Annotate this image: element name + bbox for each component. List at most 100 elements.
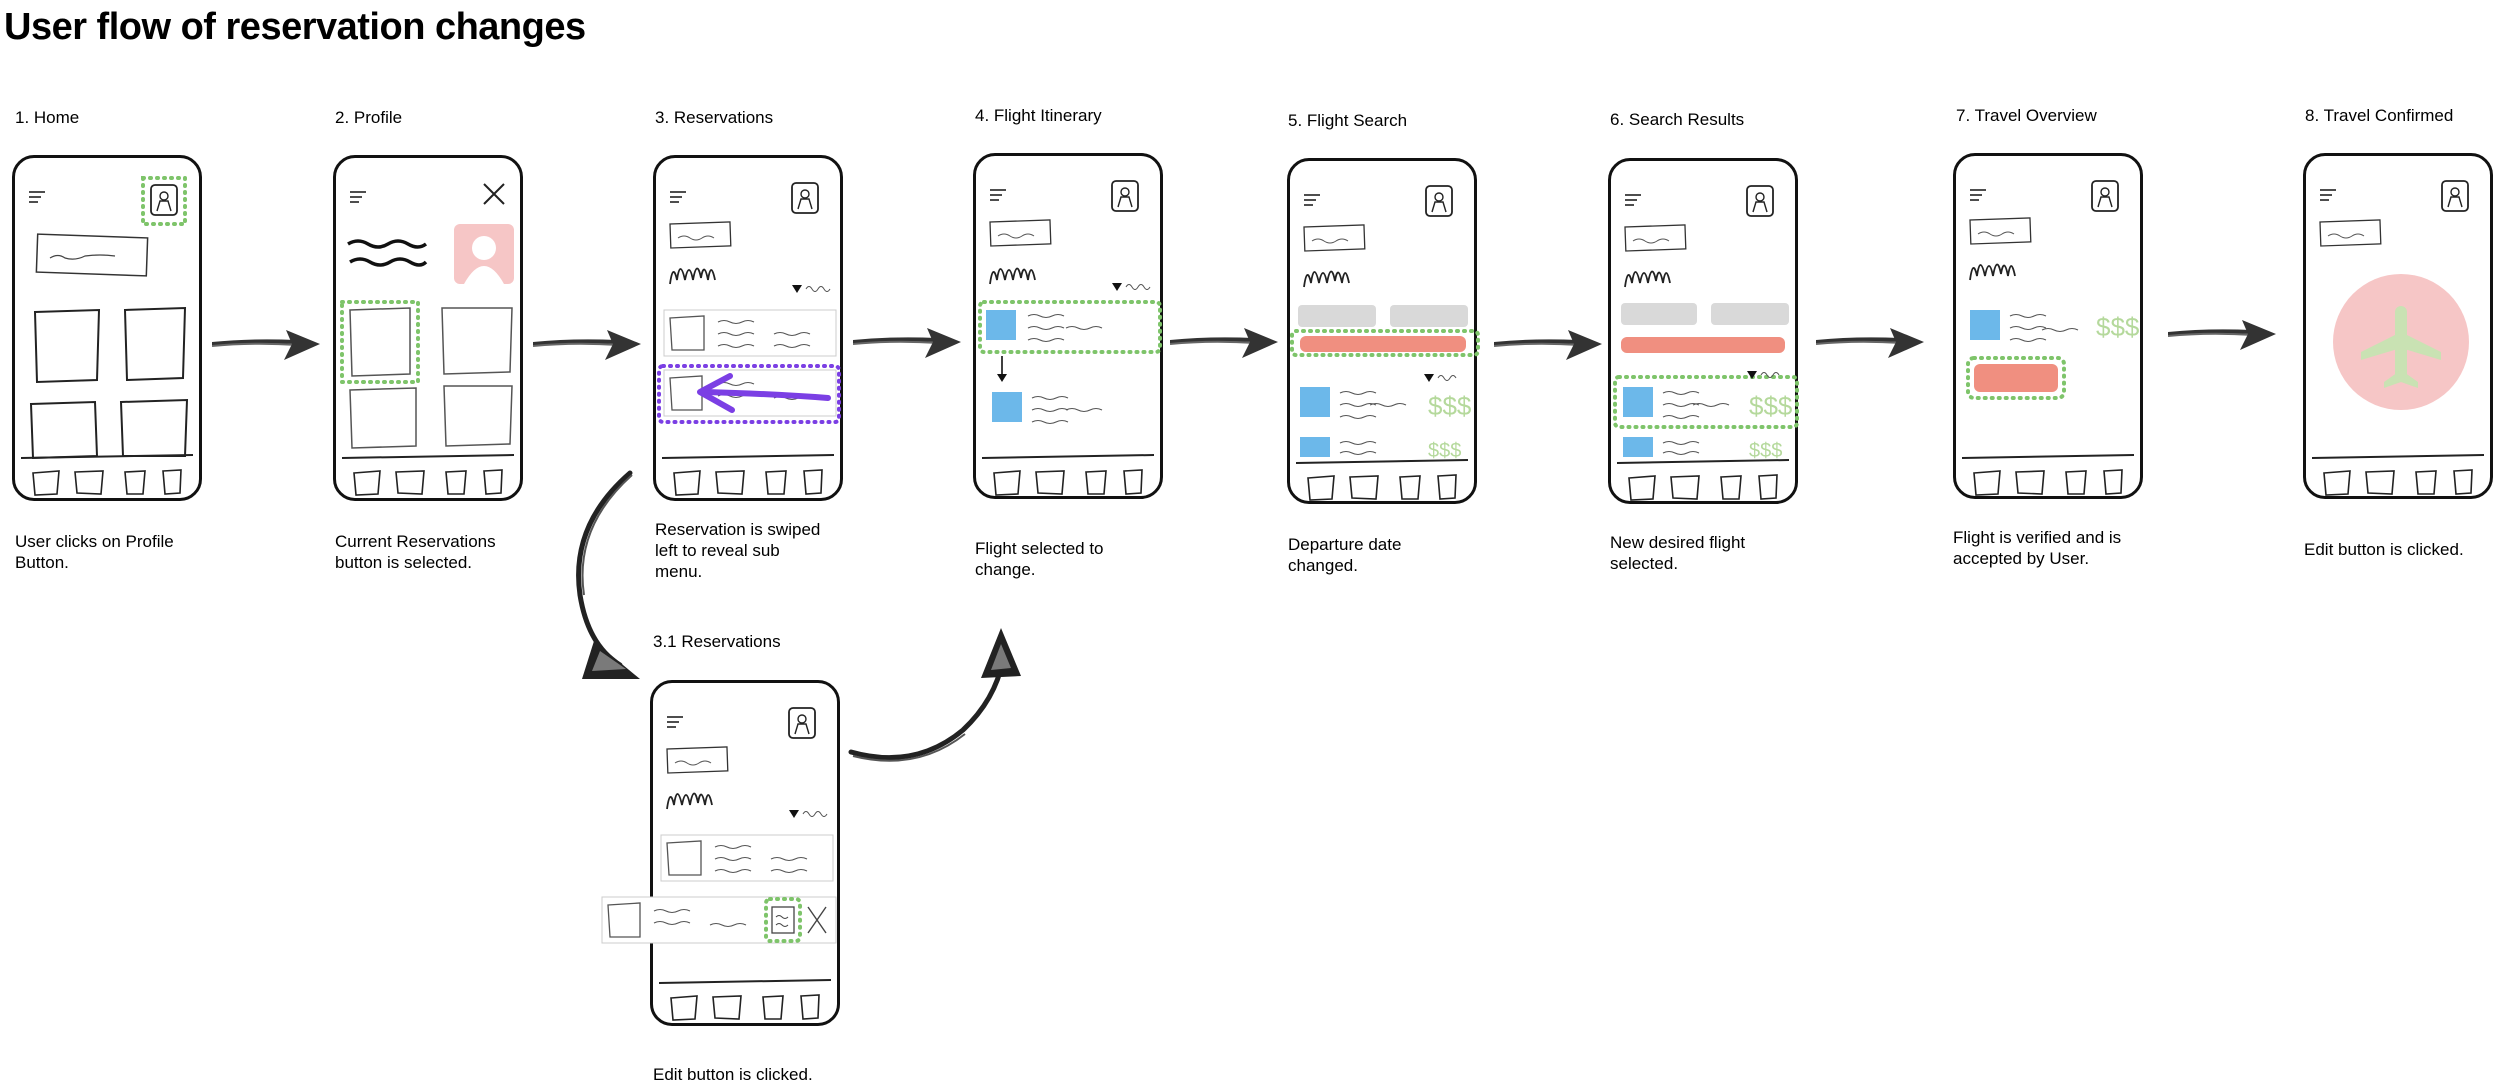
reservation-row-2[interactable] xyxy=(663,369,837,417)
reservations-tile[interactable] xyxy=(349,307,411,377)
departure-field[interactable] xyxy=(1298,305,1376,327)
departure-field[interactable] xyxy=(1621,303,1697,325)
reservations-submenu-screen-wireframe xyxy=(650,680,840,1026)
reservations-screen-wireframe xyxy=(653,155,843,501)
tile-3[interactable] xyxy=(349,387,417,449)
flow-arrow-2-3 xyxy=(533,330,643,362)
profile-icon[interactable] xyxy=(2091,180,2119,212)
tile-2[interactable] xyxy=(123,306,187,382)
flow-arrow-3-4 xyxy=(853,328,963,360)
sort-dropdown-icon[interactable] xyxy=(1424,374,1434,382)
reservation-row-1[interactable] xyxy=(663,309,837,357)
menu-icon xyxy=(349,191,367,203)
title-scribble xyxy=(666,792,713,810)
bottom-nav[interactable] xyxy=(341,454,515,496)
header-tag xyxy=(989,219,1052,247)
result-2-thumb[interactable] xyxy=(1300,437,1330,457)
search-button[interactable] xyxy=(1621,337,1785,353)
tile-4[interactable] xyxy=(443,385,513,447)
step-6-label: 6. Search Results xyxy=(1610,110,1745,129)
profile-icon[interactable] xyxy=(150,184,178,216)
profile-icon[interactable] xyxy=(791,182,819,214)
page-title: User flow of reservation changes xyxy=(4,6,586,48)
step-3-caption: Reservation is swiped left to reveal sub… xyxy=(655,520,821,581)
title-scribble xyxy=(1969,263,2016,281)
bottom-nav[interactable] xyxy=(20,454,194,496)
tile-3[interactable] xyxy=(29,400,99,460)
delete-icon[interactable] xyxy=(807,906,827,934)
return-field[interactable] xyxy=(1711,303,1789,325)
result-1-thumb[interactable] xyxy=(1623,387,1653,417)
swipe-highlight xyxy=(657,364,841,424)
close-icon[interactable] xyxy=(483,183,505,205)
title-scribble xyxy=(669,267,716,285)
result-2-thumb[interactable] xyxy=(1623,437,1653,457)
sort-dropdown-icon[interactable] xyxy=(789,810,799,818)
step-1-caption: User clicks on Profile Button. xyxy=(15,532,174,572)
return-field[interactable] xyxy=(1390,305,1468,327)
flow-arrow-3-1-to-4 xyxy=(848,628,1021,762)
price: $$$ xyxy=(2096,312,2140,342)
menu-icon xyxy=(2319,189,2337,201)
name-scribble xyxy=(347,239,428,249)
bottom-nav[interactable] xyxy=(1961,454,2135,496)
reservation-row-1[interactable] xyxy=(660,834,834,882)
flow-arrow-4-5 xyxy=(1170,328,1280,360)
step-1-label: 1. Home xyxy=(15,108,80,127)
tile-2[interactable] xyxy=(441,307,513,375)
profile-icon[interactable] xyxy=(2441,180,2469,212)
search-results-screen-wireframe: $$$ $$$ xyxy=(1608,158,1799,504)
flow-arrow-3-to-3-1 xyxy=(576,470,640,679)
flight-2-thumb[interactable] xyxy=(992,392,1022,422)
title-scribble xyxy=(989,267,1036,285)
step-3-label: 3. Reservations xyxy=(655,108,774,127)
header-tag xyxy=(666,746,729,774)
menu-icon xyxy=(1969,189,1987,201)
banner-box xyxy=(35,233,149,277)
flight-thumb xyxy=(1970,310,2000,340)
bottom-nav[interactable] xyxy=(1616,459,1790,501)
price-1: $$$ xyxy=(1749,391,1793,421)
header-tag xyxy=(1624,224,1687,252)
tile-4[interactable] xyxy=(119,398,189,457)
header-tag xyxy=(1303,224,1366,252)
step-5-caption: Departure date changed. xyxy=(1288,535,1402,575)
home-screen-wireframe xyxy=(12,155,202,501)
plane-icon xyxy=(2361,306,2441,388)
tile-1[interactable] xyxy=(33,308,101,384)
highlight-search-button xyxy=(1290,329,1480,357)
travel-confirmed-screen-wireframe xyxy=(2303,153,2493,499)
header-tag xyxy=(1969,217,2032,245)
sort-dropdown-icon[interactable] xyxy=(792,285,802,293)
flight-1-thumb[interactable] xyxy=(986,310,1016,340)
step-8-label: 8. Travel Confirmed xyxy=(2305,106,2454,125)
confirm-button[interactable] xyxy=(1974,364,2058,392)
search-button[interactable] xyxy=(1300,336,1466,352)
step-8-caption: Edit button is clicked. xyxy=(2304,540,2464,559)
title-scribble xyxy=(1624,270,1671,288)
flight-search-screen-wireframe: $$$ $$$ xyxy=(1287,158,1480,504)
highlight-flight-1 xyxy=(978,300,1162,354)
step-5-label: 5. Flight Search xyxy=(1288,111,1408,130)
result-1-thumb[interactable] xyxy=(1300,387,1330,417)
bottom-nav[interactable] xyxy=(658,979,832,1021)
profile-icon[interactable] xyxy=(1111,180,1139,212)
step-3-1-label: 3.1 Reservations xyxy=(653,632,781,651)
step-3-1-caption: Edit button is clicked. xyxy=(653,1065,813,1084)
sort-dropdown-icon[interactable] xyxy=(1747,371,1757,379)
bottom-nav[interactable] xyxy=(661,454,835,496)
profile-icon[interactable] xyxy=(788,707,816,739)
title-scribble xyxy=(1303,270,1350,288)
profile-icon[interactable] xyxy=(1746,185,1774,217)
swiped-reservation-row[interactable] xyxy=(600,893,840,949)
bottom-nav[interactable] xyxy=(981,454,1155,496)
edit-button-icon[interactable] xyxy=(771,906,795,934)
profile-icon[interactable] xyxy=(1425,185,1453,217)
menu-icon xyxy=(989,189,1007,201)
sort-dropdown-icon[interactable] xyxy=(1112,283,1122,291)
bottom-nav[interactable] xyxy=(1295,459,1469,501)
menu-icon xyxy=(28,191,46,203)
flow-arrow-5-6 xyxy=(1494,330,1604,362)
bottom-nav[interactable] xyxy=(2311,454,2485,496)
step-2-label: 2. Profile xyxy=(335,108,403,127)
